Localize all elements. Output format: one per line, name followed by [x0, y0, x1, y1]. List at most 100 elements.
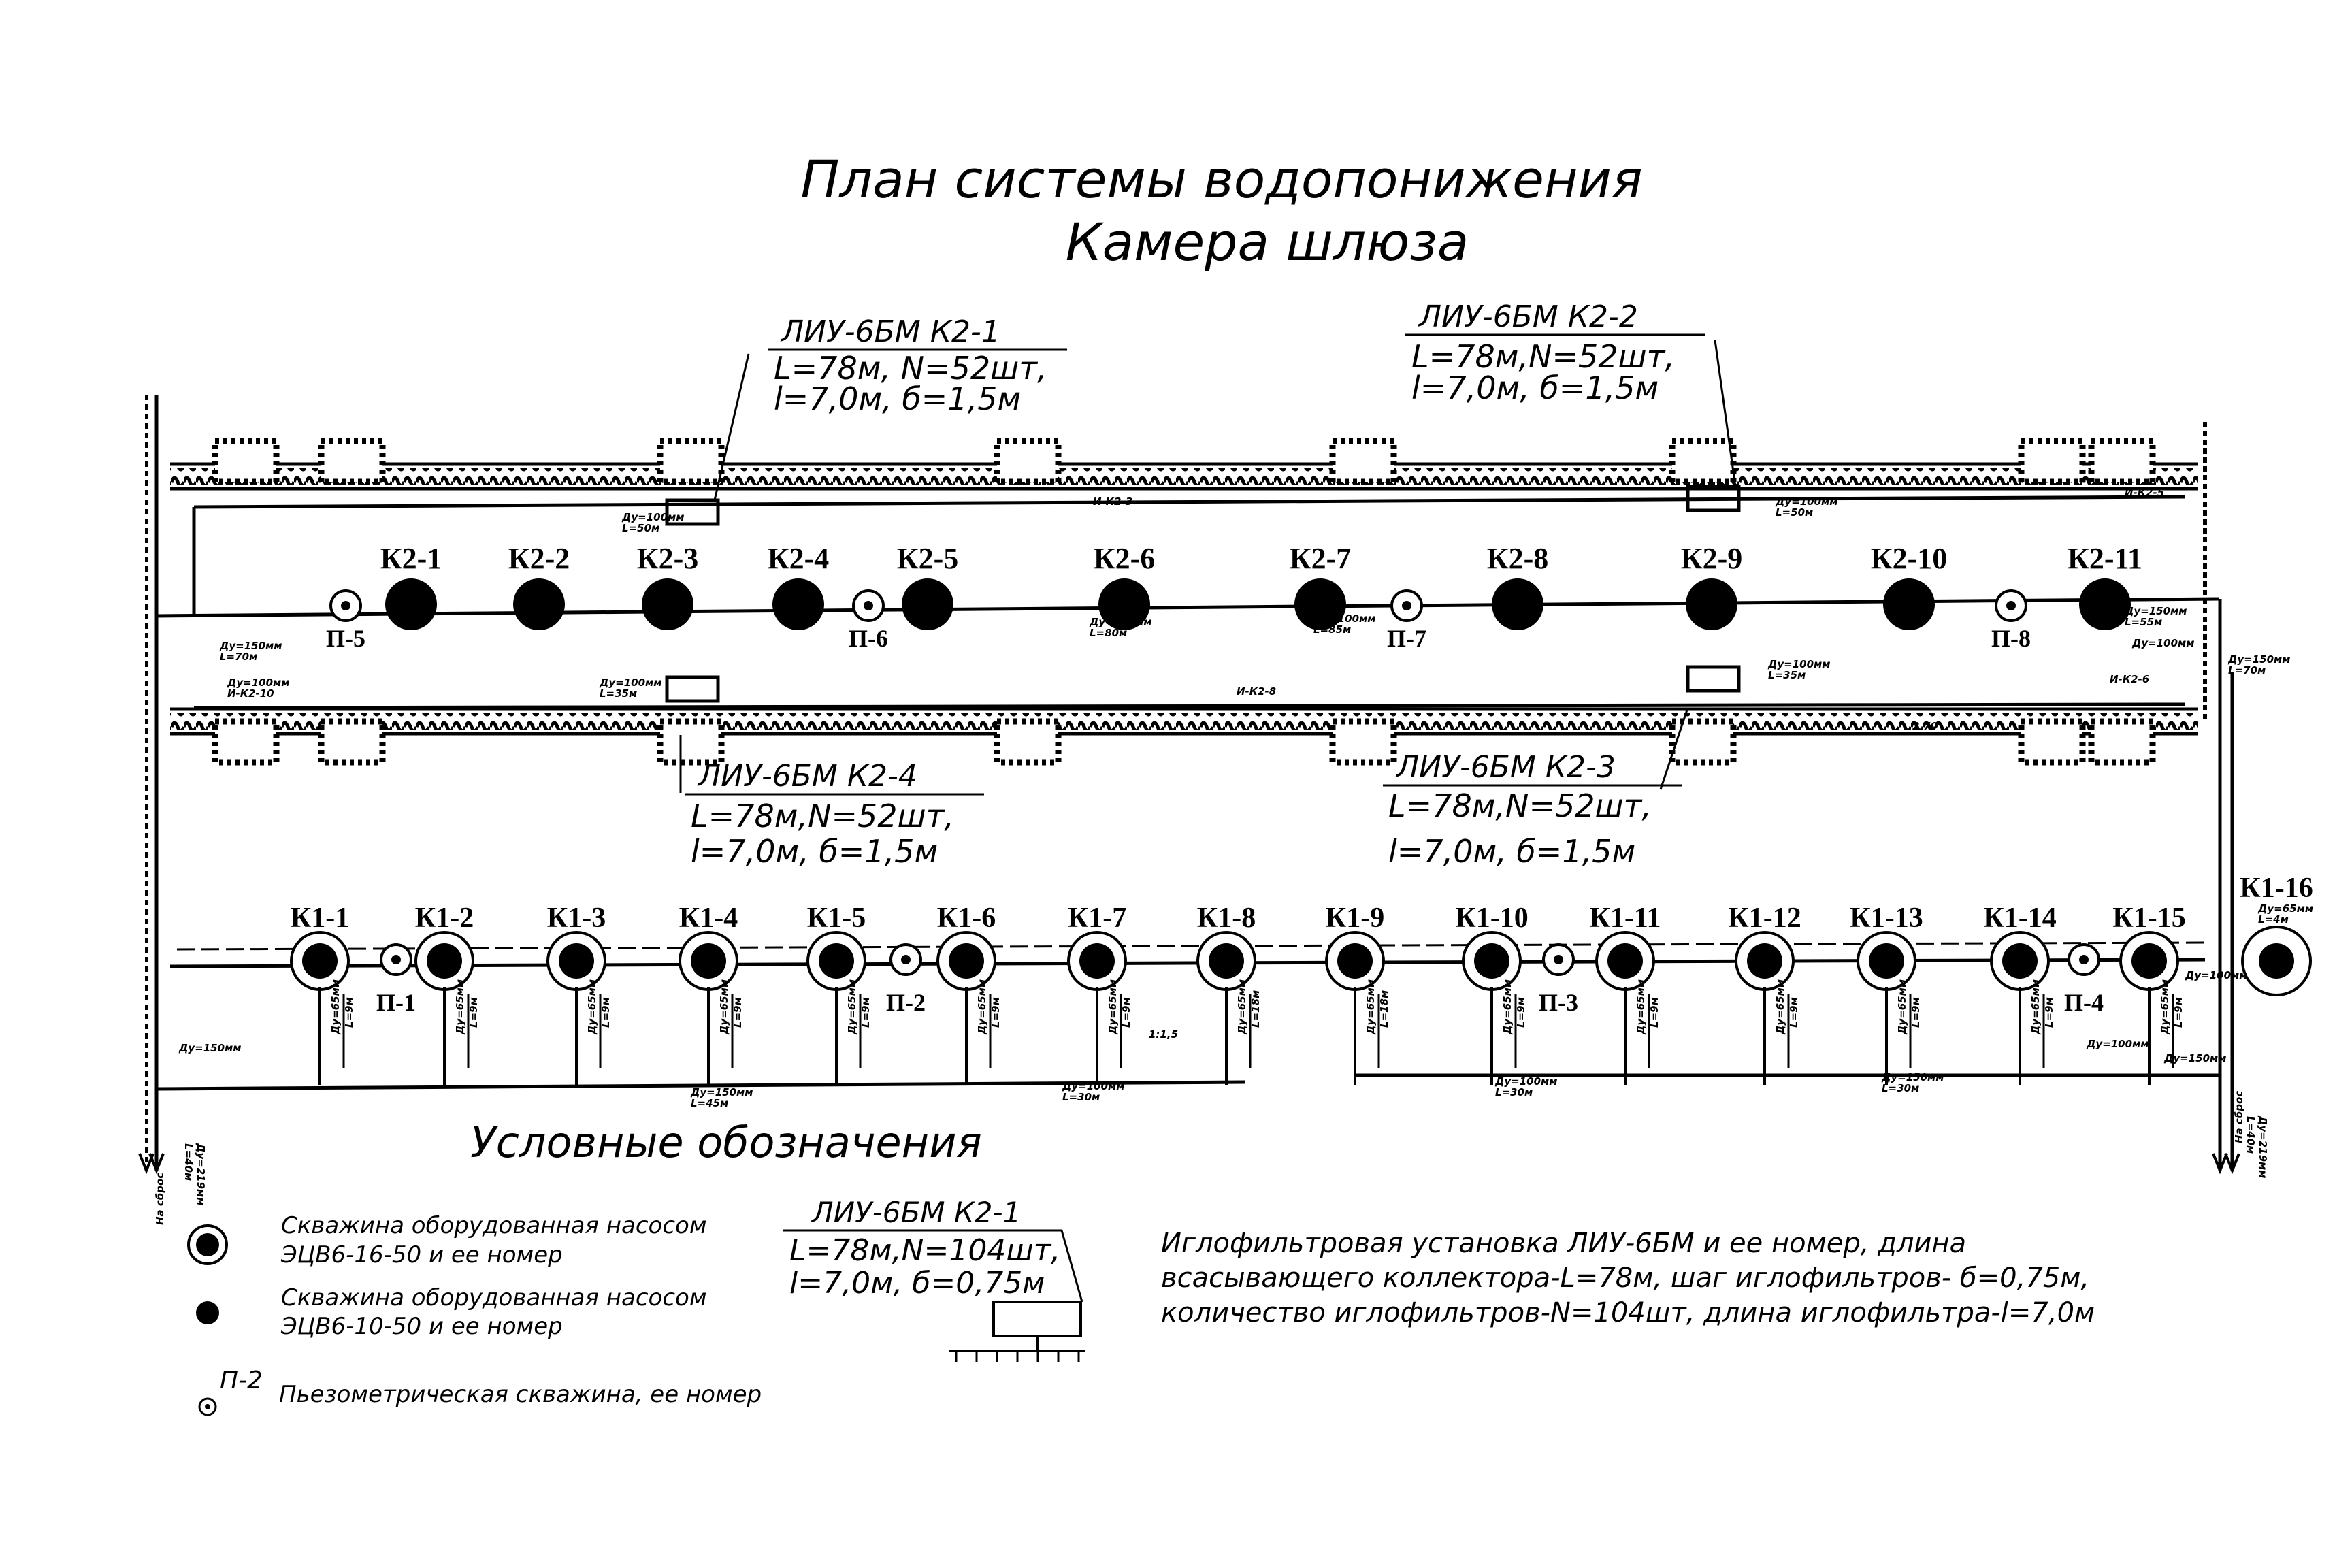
branch-diameter: Ду=65мм [1774, 979, 1786, 1035]
well-k1 [559, 943, 594, 979]
branch-diameter: Ду=65мм [976, 979, 988, 1035]
well-label: К2-10 [1871, 542, 1948, 575]
legend-big-well-text: ЭЦВ6-16-50 и ее номер [280, 1241, 563, 1269]
piezometer-label: П-8 [1991, 625, 2031, 652]
pipe-length-label: L=4м [2258, 913, 2289, 926]
legend-unit-description: Иглофильтровая установка ЛИУ-6БМ и ее но… [1161, 1228, 1966, 1259]
pipe-diameter-label: Ду=150мм [2227, 653, 2291, 666]
piezometer-dot [901, 955, 911, 964]
well-k2 [1294, 578, 1346, 630]
legend-unit-params: L=78м,N=104шт, [789, 1233, 1060, 1268]
well-label: К1-7 [1068, 902, 1126, 934]
callout-leader [713, 353, 750, 501]
wellpoint-pump-box [1669, 718, 1737, 766]
wellpoint-pump-box [2088, 718, 2156, 766]
well-k1 [2002, 943, 2038, 979]
pipe-length-label: L=80м [1090, 627, 1127, 639]
well-label: К2-4 [768, 542, 830, 575]
well-label: К2-6 [1094, 542, 1156, 575]
pipe-length-label: L=50м [622, 522, 659, 534]
branch-diameter: Ду=65мм [1896, 979, 1908, 1035]
branch-length: L=9м [2043, 997, 2055, 1028]
well-k1 [1607, 943, 1643, 979]
well-k2 [1883, 578, 1935, 630]
branch-length: L=18м [1250, 990, 1262, 1028]
unit-callout-params: L=78м, N=52шт, [774, 350, 1047, 387]
well-k1 [1747, 943, 1782, 979]
drawing-geometry [138, 333, 2312, 1416]
discharge-pipe-diameter: Ду=219мм [2257, 1115, 2269, 1179]
unit-box [665, 675, 720, 703]
well-k1 [1209, 943, 1244, 979]
pipe-diameter-label: Ду=150мм [2124, 605, 2187, 617]
wellpoint-pump-box [212, 718, 280, 766]
well-label: К1-6 [937, 902, 996, 934]
pipe-diameter-label: Ду=100мм [2185, 969, 2248, 981]
well-label: К1-10 [1455, 902, 1528, 934]
piezometer-dot [341, 601, 350, 610]
well-label: К1-9 [1326, 902, 1384, 934]
piezometer-label: П-4 [2064, 989, 2104, 1016]
pipe-diameter-label: Ду=100мм [227, 676, 290, 689]
well-k1 [691, 943, 726, 979]
pipe-length-label: L=30м [1062, 1091, 1100, 1103]
wellpoint-pump-box [212, 438, 280, 485]
branch-length: L=9м [1788, 997, 1800, 1028]
excavation-edge-band [170, 713, 2198, 730]
branch-diameter: Ду=65мм [846, 979, 858, 1035]
well-label: К2-9 [1681, 542, 1743, 575]
pipe-length-label: L=35м [600, 687, 637, 700]
discharge-pipe-diameter: Ду=219мм [195, 1143, 207, 1206]
branch-length: L=9м [990, 997, 1002, 1028]
branch-length: L=9м [1648, 997, 1661, 1028]
piezometer-label: П-5 [326, 625, 365, 652]
wellpoint-pump-box [657, 438, 725, 485]
callout-leader [1659, 707, 1689, 790]
pipe-length-label: L=70м [2228, 664, 2266, 676]
legend-unit-name: ЛИУ-6БМ К2-1 [811, 1196, 1021, 1229]
well-label: К1-3 [547, 902, 606, 934]
pipe-diameter-label: Ду=65мм [2257, 902, 2313, 915]
piezometer-label: П-6 [849, 625, 888, 652]
branch-diameter: Ду=65мм [586, 979, 598, 1035]
unit-callout-params: L=78м,N=52шт, [691, 798, 954, 834]
branch-length: L=9м [732, 997, 744, 1028]
branch-length: L=9м [1120, 997, 1132, 1028]
well-label: К1-11 [1589, 902, 1661, 934]
branch-diameter: Ду=65мм [1635, 979, 1647, 1035]
branch-length: L=9м [860, 997, 872, 1028]
pipe-length-label: L=30м [1882, 1082, 1919, 1094]
piezometer-dot [2079, 955, 2089, 964]
legend-unit-description: всасывающего коллектора-L=78м, шаг иглоф… [1161, 1262, 2089, 1294]
piezometer-label: П-3 [1539, 989, 1578, 1016]
piezometer-dot [2006, 601, 2016, 610]
pipe-length-label: И-К2-10 [227, 687, 274, 700]
piezometer-dot [391, 955, 401, 964]
slope-label: 1:1,5 [1149, 1028, 1178, 1041]
pipe-length-label: L=45м [691, 1097, 728, 1109]
pipe-diameter-label: Ду=100мм [2086, 1038, 2149, 1050]
unit-callout-params: l=7,0м, б=1,5м [774, 380, 1021, 417]
unit-callout-params: L=78м,N=52шт, [1388, 787, 1652, 824]
pipe-diameter-label: Ду=100мм [1775, 495, 1838, 508]
legend-big-well-dot [196, 1233, 219, 1256]
branch-diameter: Ду=65мм [1365, 979, 1377, 1035]
pipe-diameter-label: Ду=100мм [1313, 612, 1376, 625]
pipe-diameter-label: Ду=100мм [2132, 637, 2195, 649]
well-label: К1-16 [2240, 872, 2313, 904]
branch-length: L=9м [1910, 997, 1922, 1028]
legend-unit-box [992, 1301, 1082, 1337]
well-label: К1-14 [1983, 902, 2056, 934]
unit-box [1686, 665, 1741, 693]
k2-row-line [156, 597, 2219, 618]
well-label: К2-2 [508, 542, 570, 575]
wellpoint-pump-box [657, 718, 725, 766]
pipe-diameter-label: Ду=150мм [690, 1086, 753, 1098]
well-k1 [302, 943, 338, 979]
piezometer-dot [864, 601, 873, 610]
discharge-pipe-length: L=40м [2244, 1116, 2257, 1154]
well-k1 [2132, 943, 2167, 979]
discharge-label: На сброс [2233, 1091, 2245, 1143]
title-line-2: Камера шлюза [1066, 212, 1469, 272]
